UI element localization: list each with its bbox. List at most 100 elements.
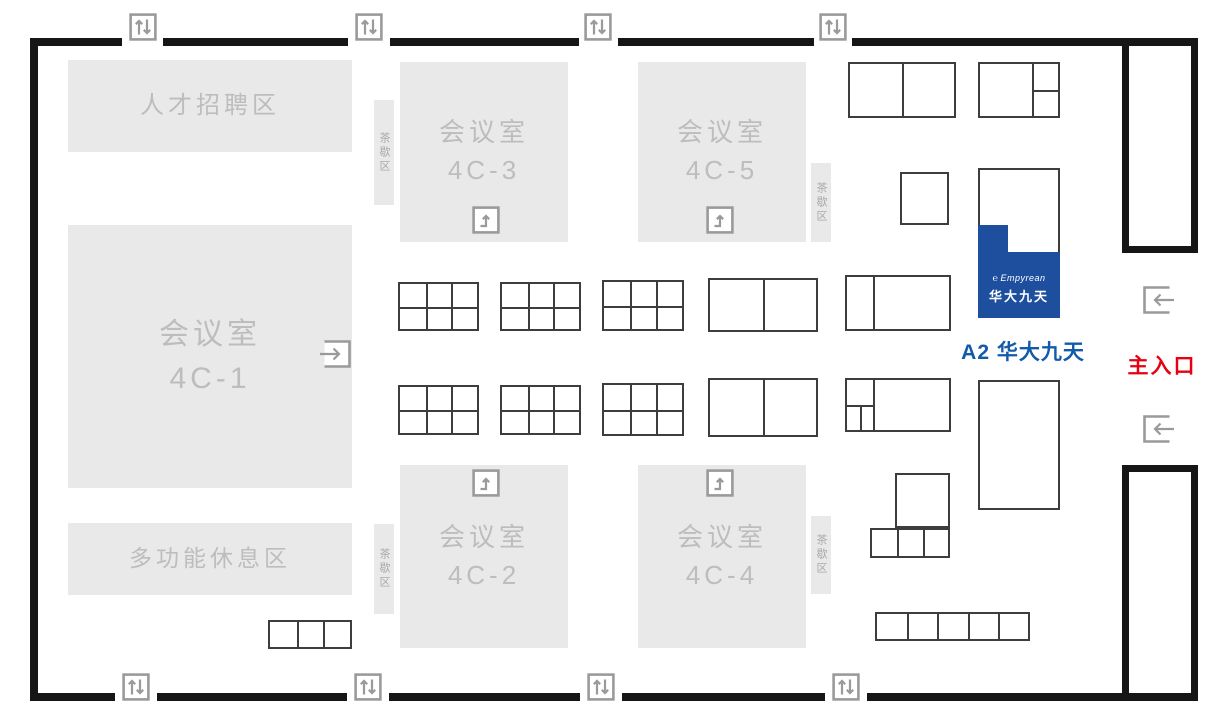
empyrean-logo-icon: ℮ [992,273,999,283]
booth-cell [425,410,452,433]
booth-block-2cell [848,62,956,118]
wall-left [30,38,38,701]
booth-cell [553,410,579,433]
booth-cell [451,410,477,433]
escalator-icon [819,13,847,41]
booth-cell [873,380,949,430]
wall-bottom-5 [867,693,1198,701]
room-label: 会议室 [159,318,261,351]
booth-cell [847,405,873,430]
booth-subcell [860,407,873,430]
wall-corridor-tr-bottom [1122,246,1198,253]
tea-break-label: 茶歇区 [378,548,390,590]
booth-cell [604,282,630,306]
booth-block-3x2 [398,282,479,331]
wall-bottom-4 [622,693,825,701]
booth-cell [400,387,426,410]
booth-cell [451,387,477,410]
tea-break-area-2: 茶歇区 [811,163,831,242]
room-label: 会议室 [438,117,529,148]
booth-cell [902,64,954,116]
booth-cell [400,284,426,307]
escalator-icon [832,673,860,701]
booth-block-3x2 [500,385,581,435]
booth-cell [502,284,528,307]
booth-cell [1032,64,1058,90]
booth-cell [872,530,897,556]
booth-cell [850,64,902,116]
wall-corridor-tr-left [1122,38,1129,253]
booth-cell [604,409,630,435]
door-icon [1140,283,1176,317]
booth-stand-label: A2 华大九天 [961,341,1085,364]
booth-cell [763,280,816,330]
tea-break-label: 茶歇区 [378,131,390,174]
wall-top-5 [852,38,1198,46]
room-meeting-4c2: 会议室 4C-2 [400,465,568,648]
room-number: 4C-4 [685,559,759,590]
booth-block-single [900,172,949,225]
booth-block-3cell [870,528,950,558]
booth-cell [967,614,998,639]
booth-subcell [847,407,860,430]
wall-bottom-2 [157,693,347,701]
booth-block-3cell [268,620,352,649]
booth-cell [656,305,682,329]
booth-cell [323,622,350,647]
stairs-icon [706,469,734,497]
room-meeting-4c1: 会议室 4C-1 [68,225,352,488]
room-label: 会议室 [676,521,767,552]
door-icon [318,337,354,371]
booth-cell [980,64,1032,116]
booth-block-3x2 [398,385,479,435]
booth-cell [502,306,528,330]
tea-break-area-1: 茶歇区 [374,100,394,205]
booth-cell [922,530,948,556]
wall-top-1 [30,38,122,46]
booth-cell [630,385,656,410]
booth-block-single [895,473,950,528]
booth-cell [400,410,426,433]
booth-block-2cell-narrow [845,275,951,331]
booth-cell [553,387,579,410]
booth-cell [527,387,554,410]
booth-cell [630,409,656,434]
escalator-icon [129,13,157,41]
booth-cell [710,280,763,330]
room-label: 人才招聘区 [140,91,280,119]
wall-top-4 [618,38,814,46]
empyrean-logo-row: ℮Empyrean [993,273,1046,283]
room-recruitment-area: 人才招聘区 [68,60,352,152]
booth-cell [400,306,426,330]
wall-corridor-br-right [1191,465,1198,701]
booth-cell [656,409,682,434]
booth-cell [763,380,816,435]
booth-cell [604,305,630,330]
booth-cell [425,387,452,410]
booth-cell [937,614,967,639]
wall-bottom-3 [389,693,580,701]
booth-block-3x2 [602,383,684,436]
room-label: 多功能休息区 [129,545,291,572]
room-number: 4C-2 [447,559,521,590]
escalator-icon [355,13,383,41]
booth-block-mixed [978,62,1060,118]
wall-top-3 [390,38,579,46]
room-lounge-area: 多功能休息区 [68,523,352,595]
booth-block-5cell [875,612,1030,641]
wall-bottom-1 [30,693,115,701]
room-label: 会议室 [676,117,767,148]
booth-cell [527,410,554,433]
booth-cell [451,284,477,307]
tea-break-area-4: 茶歇区 [811,516,831,594]
booth-block-2cell [708,378,818,437]
booth-cell [425,284,452,307]
booth-cell [604,385,630,410]
wall-corridor-br-top [1122,465,1198,472]
booth-cell [630,282,656,306]
booth-cell [656,282,682,306]
booth-block-single [978,380,1060,510]
booth-block-mixed [845,378,951,432]
tea-break-label: 茶歇区 [815,181,827,224]
